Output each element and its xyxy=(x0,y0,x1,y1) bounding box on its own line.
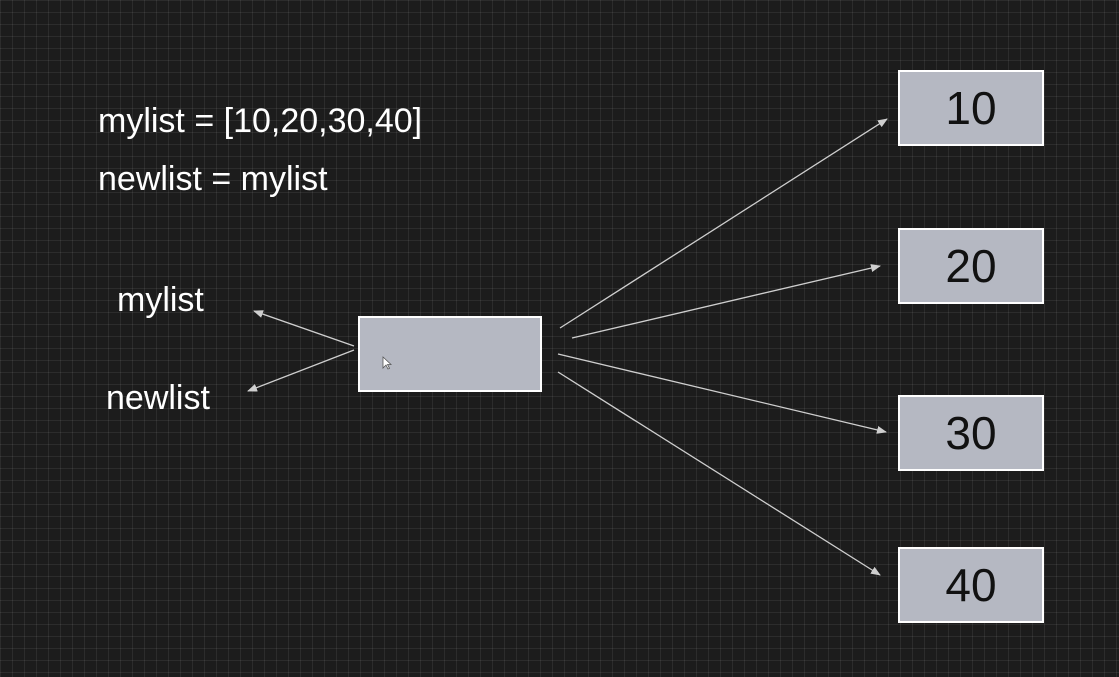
variable-label-mylist: mylist xyxy=(117,281,204,319)
arrow-to-value-40 xyxy=(557,371,881,576)
value-box-20: 20 xyxy=(898,228,1044,304)
arrow-to-newlist xyxy=(247,349,355,392)
arrow-to-mylist xyxy=(253,310,355,347)
value-box-10: 10 xyxy=(898,70,1044,146)
arrow-to-value-20 xyxy=(571,264,881,339)
variable-label-newlist: newlist xyxy=(106,379,210,417)
value-box-40: 40 xyxy=(898,547,1044,623)
list-object-box xyxy=(358,316,542,392)
arrow-to-value-10 xyxy=(559,118,888,329)
arrow-to-value-30 xyxy=(557,353,887,434)
code-line-assign-alias: newlist = mylist xyxy=(98,160,328,198)
value-box-30: 30 xyxy=(898,395,1044,471)
code-line-assign-list: mylist = [10,20,30,40] xyxy=(98,102,423,140)
mouse-pointer-icon xyxy=(382,356,392,370)
